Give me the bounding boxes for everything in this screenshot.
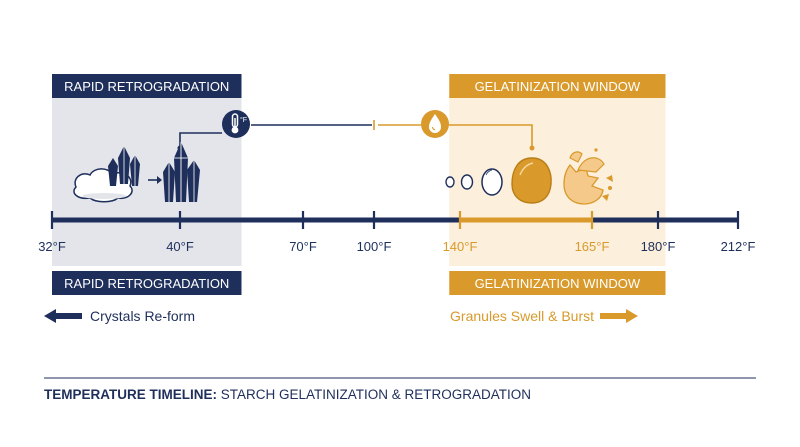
starch-paste-blob-icon (73, 168, 133, 203)
gelatinization-footer-label: GELATINIZATION WINDOW (475, 276, 641, 291)
starch-granule-swollen-icon (511, 157, 552, 204)
tick-label: 180°F (641, 239, 676, 254)
retrogradation-header-label: RAPID RETROGRADATION (64, 79, 229, 94)
tick-label: 32°F (38, 239, 66, 254)
hot-connector-dot (529, 145, 535, 151)
tick-label: 40°F (166, 239, 194, 254)
gelatinization-header-label: GELATINIZATION WINDOW (475, 79, 641, 94)
caption-rest: STARCH GELATINIZATION & RETROGRADATION (217, 387, 531, 402)
cold-connector-line (179, 132, 222, 148)
tick-label: 140°F (443, 239, 478, 254)
tick-label: 70°F (289, 239, 317, 254)
gelatinization-direction: Granules Swell & Burst (450, 308, 638, 324)
retrogradation-header-bar (52, 74, 242, 98)
starch-granule-large-icon (481, 168, 503, 196)
thermometer-icon: °F (222, 110, 250, 138)
retrogradation-direction-text: Crystals Re-form (90, 308, 195, 324)
water-drop-icon (421, 110, 449, 138)
timeline-ticks: 32°F 40°F 70°F 100°F 140°F 165°F 180°F 212°F (38, 211, 755, 254)
gelatinization-header-bar (449, 74, 666, 98)
gelatinization-direction-text: Granules Swell & Burst (450, 308, 594, 324)
tick-label: 100°F (357, 239, 392, 254)
arrow-right-icon (600, 309, 638, 323)
gelatinization-footer-bar (449, 271, 666, 295)
starch-granule-small-icon (445, 176, 455, 188)
starch-granule-medium-icon (460, 174, 474, 190)
hot-connector-line (449, 124, 533, 148)
small-crystal-cluster-icon (108, 146, 140, 186)
starch-granule-burst-icon (563, 148, 613, 205)
retrogradation-footer-label: RAPID RETROGRADATION (64, 276, 229, 291)
tick-label: 165°F (575, 239, 610, 254)
tick-label: 212°F (721, 239, 756, 254)
caption-bold: TEMPERATURE TIMELINE: (44, 387, 217, 402)
retrogradation-direction: Crystals Re-form (44, 308, 195, 324)
arrow-right-icon (148, 176, 162, 184)
thermometer-unit-label: °F (240, 116, 247, 124)
figure-caption: TEMPERATURE TIMELINE: STARCH GELATINIZAT… (44, 387, 531, 402)
large-crystal-cluster-icon (163, 142, 200, 202)
arrow-left-icon (44, 309, 82, 323)
retrogradation-footer-bar (52, 271, 242, 295)
